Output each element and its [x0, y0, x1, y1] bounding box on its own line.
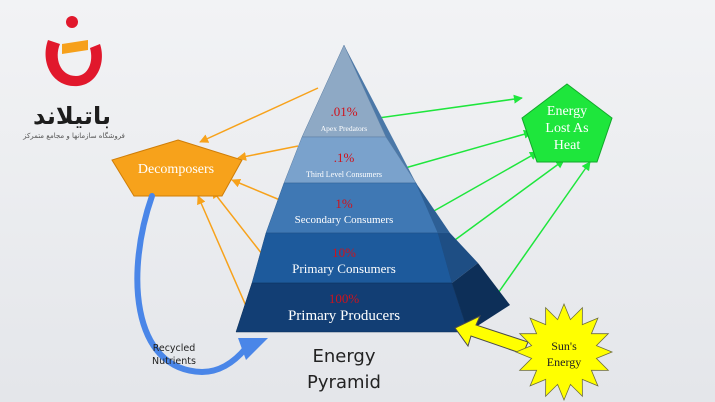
caption-line2: Pyramid — [307, 372, 381, 393]
arrow-third-to-decomposers — [237, 145, 299, 161]
decomposers-shape — [111, 139, 243, 197]
sun-node: Sun's Energy — [514, 302, 614, 402]
arrow-apex-to-heat — [377, 94, 523, 119]
third-label: Third Level Consumers — [306, 170, 382, 179]
producers-percent: 100% — [329, 291, 360, 306]
arrow-producers-to-heat — [495, 161, 591, 297]
recycled-arrow — [134, 193, 268, 376]
secondary-percent: 1% — [335, 196, 353, 211]
heat-line3: Heat — [554, 138, 581, 153]
logo-tagline: فروشگاه سازمانها و مجامع متمرکز — [22, 131, 125, 140]
arrow-secondary-to-heat — [417, 151, 539, 221]
recycled-line2: Nutrients — [152, 356, 196, 367]
arrow-primary-to-heat — [443, 159, 565, 249]
sun-shape — [514, 302, 614, 402]
arrow-third-to-heat — [397, 129, 533, 171]
logo: باتیلاند فروشگاه سازمانها و مجامع متمرکز — [22, 16, 125, 140]
heat-arrows — [377, 94, 591, 297]
logo-name: باتیلاند — [33, 102, 111, 130]
decomposer-arrows — [197, 87, 319, 307]
primary-percent: 10% — [332, 245, 356, 260]
pyramid-labels: .01% Apex Predators .1% Third Level Cons… — [288, 104, 400, 324]
sun-line1: Sun's — [551, 339, 577, 353]
heat-node: Energy Lost As Heat — [521, 83, 613, 163]
producers-label: Primary Producers — [288, 308, 400, 324]
apex-percent: .01% — [330, 104, 357, 119]
third-percent: .1% — [334, 150, 355, 165]
logo-mark-accent — [62, 40, 88, 54]
arrow-producers-to-decomposers — [197, 195, 247, 307]
arrow-primary-to-decomposers — [211, 189, 263, 255]
logo-mark — [45, 40, 102, 87]
secondary-label: Secondary Consumers — [295, 214, 394, 226]
pyramid-front — [235, 44, 469, 333]
heat-shape — [521, 83, 613, 163]
logo-dot — [66, 16, 78, 28]
decomposers-node: Decomposers — [111, 139, 243, 197]
arrow-secondary-to-decomposers — [231, 178, 281, 201]
primary-label: Primary Consumers — [292, 261, 396, 276]
heat-line1: Energy — [547, 104, 587, 119]
caption-line1: Energy — [312, 346, 375, 367]
arrow-apex-to-decomposers — [199, 87, 319, 143]
apex-label: Apex Predators — [321, 124, 368, 133]
heat-line2: Lost As — [545, 121, 588, 136]
decomposers-label: Decomposers — [138, 162, 214, 177]
recycled-line1: Recycled — [153, 343, 196, 354]
sun-line2: Energy — [547, 355, 581, 369]
